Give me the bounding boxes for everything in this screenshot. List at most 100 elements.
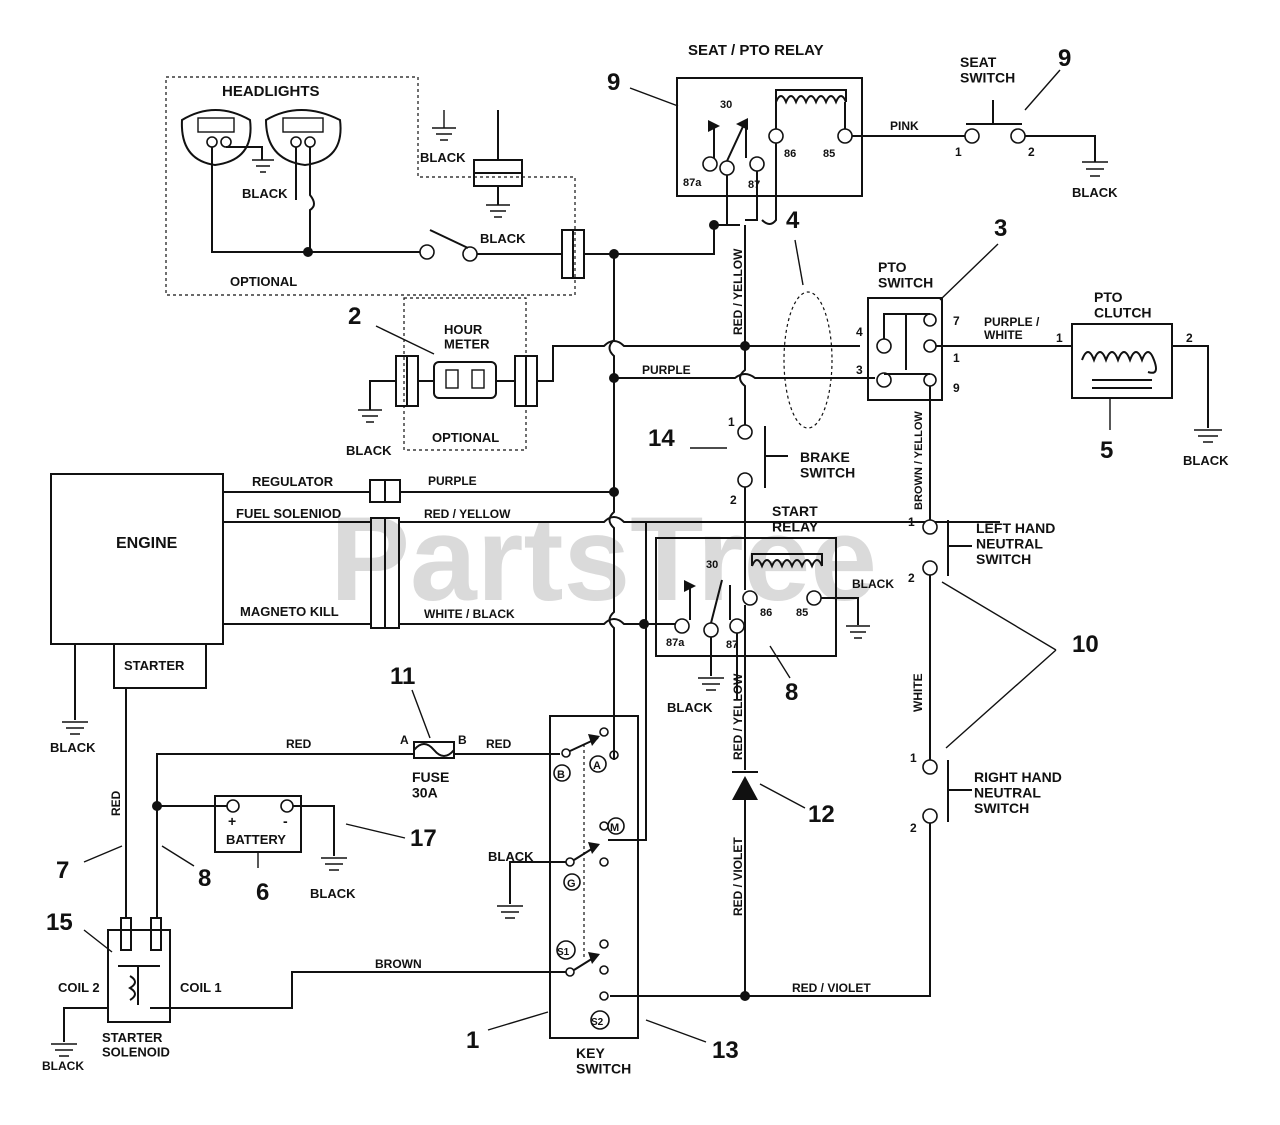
coil-icon	[1081, 351, 1157, 374]
black-label: BLACK	[480, 231, 526, 246]
callout-5: 5	[1100, 437, 1113, 464]
red-label: RED	[286, 737, 312, 751]
svg-text:2: 2	[908, 571, 915, 585]
callout-17: 17	[410, 825, 437, 852]
svg-text:2: 2	[1028, 145, 1035, 159]
purple-white-label: PURPLE /WHITE	[984, 315, 1040, 342]
magneto-kill-label: MAGNETO KILL	[240, 604, 339, 619]
black-label: BLACK	[242, 186, 288, 201]
diode-icon	[732, 771, 758, 996]
callout-7: 7	[56, 857, 69, 884]
svg-text:30: 30	[706, 559, 718, 571]
red-label: RED	[486, 737, 512, 751]
svg-text:4: 4	[856, 325, 863, 339]
white-label: WHITE	[911, 673, 925, 712]
coil1-label: COIL 1	[180, 980, 222, 995]
fuel-solenoid-label: FUEL SOLENIOD	[236, 506, 341, 521]
svg-text:-: -	[283, 813, 288, 829]
callout-4: 4	[786, 207, 800, 234]
callout-15: 14	[648, 425, 675, 452]
ground-icon	[497, 905, 523, 919]
ground-icon	[252, 159, 274, 173]
svg-text:7: 7	[953, 314, 960, 328]
callout-1: 1	[466, 1027, 479, 1054]
svg-text:87a: 87a	[666, 637, 685, 649]
lamp-icon	[180, 109, 252, 167]
engine: ENGINE STARTER BLACK REGULATOR FUEL SOLE…	[50, 473, 1000, 755]
red-yellow-label: RED / YELLOW	[424, 507, 511, 521]
ground-icon	[62, 721, 88, 735]
ground-icon	[1194, 429, 1222, 443]
black-label: BLACK	[667, 700, 713, 715]
svg-text:A: A	[593, 760, 601, 772]
engine-label: ENGINE	[116, 535, 178, 552]
coil2-label: COIL 2	[58, 980, 100, 995]
optional-label: OPTIONAL	[230, 274, 297, 289]
starter-label: STARTER	[124, 658, 185, 673]
svg-text:2: 2	[910, 821, 917, 835]
regulator-label: REGULATOR	[252, 474, 334, 489]
red-yellow-label: RED / YELLOW	[731, 248, 745, 335]
black-label: BLACK	[310, 886, 356, 901]
purple-label: PURPLE	[642, 363, 691, 377]
callout-3: 3	[994, 215, 1007, 242]
ground-icon	[1082, 161, 1108, 177]
purple-label: PURPLE	[428, 474, 477, 488]
callout-11: 10	[1072, 631, 1099, 658]
svg-text:S2: S2	[591, 1017, 604, 1028]
brown-yellow-label: BROWN / YELLOW	[913, 411, 925, 510]
brown-label: BROWN	[375, 957, 422, 971]
black-label: BLACK	[346, 443, 392, 458]
lamp-icon	[264, 109, 342, 167]
black-label: BLACK	[852, 577, 894, 591]
coil-icon	[751, 553, 823, 569]
ground-icon	[358, 409, 382, 423]
callout-10: 9	[1058, 45, 1071, 72]
black-label: BLACK	[1183, 453, 1229, 468]
svg-text:9: 9	[953, 381, 960, 395]
svg-text:1: 1	[728, 415, 735, 429]
svg-text:85: 85	[796, 607, 808, 619]
black-label: BLACK	[1072, 185, 1118, 200]
svg-text:S1: S1	[557, 947, 570, 958]
svg-text:1: 1	[908, 515, 915, 529]
svg-text:86: 86	[760, 607, 772, 619]
headlights-label: HEADLIGHTS	[222, 83, 320, 100]
callout-6: 6	[256, 879, 269, 906]
svg-text:1: 1	[955, 145, 962, 159]
red-violet-label: RED / VIOLET	[731, 837, 745, 916]
svg-text:M: M	[610, 822, 619, 834]
svg-text:30: 30	[720, 99, 732, 111]
black-label: BLACK	[420, 150, 466, 165]
svg-text:B: B	[557, 769, 565, 781]
svg-text:B: B	[458, 733, 467, 747]
ground-icon	[321, 857, 347, 871]
black-label: BLACK	[50, 740, 96, 755]
red-violet-label: RED / VIOLET	[792, 981, 871, 995]
optional-meter-label: OPTIONAL	[432, 430, 499, 445]
ground-icon	[51, 1043, 77, 1057]
battery: + - BATTERY BLACK 6 17	[152, 795, 437, 906]
seat-pto-relay: SEAT / PTO RELAY 86 85 30 87a 87 9 PINK	[607, 42, 965, 255]
callout-13: 12	[808, 801, 835, 828]
white-black-label: WHITE / BLACK	[424, 607, 515, 621]
ground-icon	[846, 625, 870, 639]
ground-icon	[698, 677, 724, 691]
